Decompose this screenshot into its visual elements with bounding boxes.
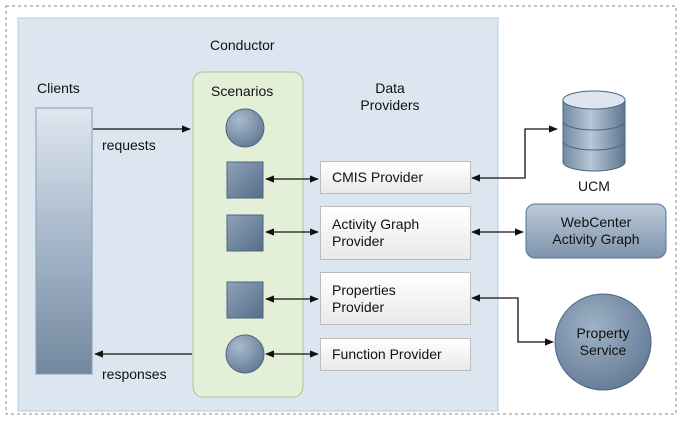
clients-label: Clients — [37, 80, 80, 96]
scenario-square — [226, 214, 264, 252]
provider-label: Function Provider — [332, 346, 442, 362]
properties-service-connector — [471, 294, 554, 346]
outer-frame — [5, 5, 677, 415]
scenario-square — [226, 161, 264, 199]
requests-label: requests — [102, 137, 156, 153]
webcenter-label: WebCenter Activity Graph — [552, 214, 640, 247]
scenario-circle — [225, 334, 265, 374]
cmis-ucm-connector — [471, 125, 558, 182]
responses-label: responses — [102, 366, 167, 382]
clients-bar — [35, 107, 93, 375]
scenario-circle — [225, 108, 265, 148]
cmis-provider-box: CMIS Provider — [320, 161, 471, 194]
provider-label: Properties Provider — [332, 281, 396, 315]
conductor-title: Conductor — [210, 37, 275, 53]
property-service-circle — [554, 293, 652, 391]
scenarios-title: Scenarios — [211, 83, 274, 99]
activity-graph-provider-box: Activity Graph Provider — [320, 206, 471, 260]
scenario-square — [226, 281, 264, 319]
ucm-database-icon — [562, 90, 626, 172]
provider-label: Activity Graph Provider — [332, 216, 420, 249]
ucm-label: UCM — [578, 178, 610, 194]
webcenter-activity-graph-box — [525, 203, 667, 259]
data-providers-heading: Data Providers — [360, 80, 420, 113]
property-service-label: Property Service — [576, 325, 630, 358]
provider-label: CMIS Provider — [332, 169, 424, 185]
function-provider-box: Function Provider — [320, 338, 471, 371]
properties-provider-box: Properties Provider — [320, 272, 471, 325]
